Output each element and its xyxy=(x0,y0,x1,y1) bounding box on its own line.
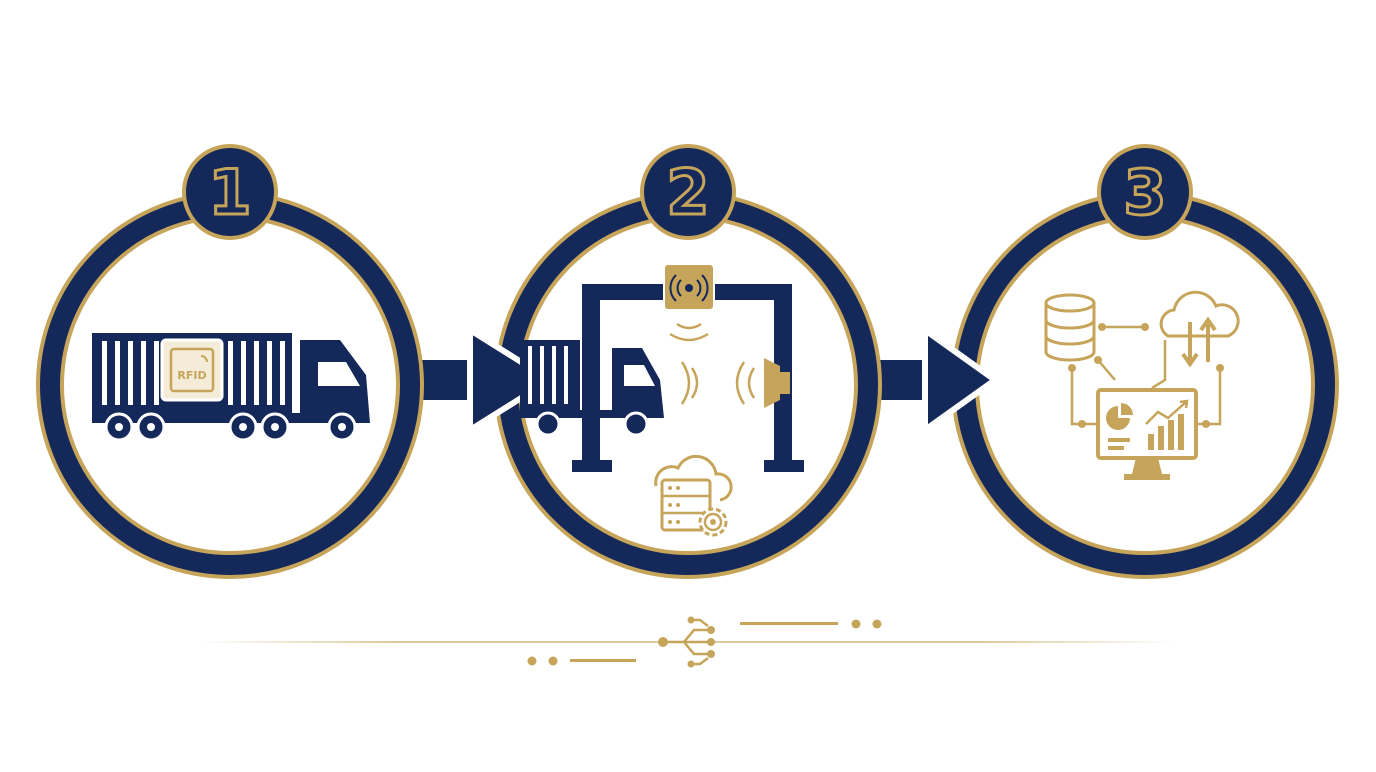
cloud-sync-icon xyxy=(1159,290,1240,368)
step-3-circle xyxy=(951,191,1339,579)
step-2-badge: 2 xyxy=(640,144,736,240)
circuit-network-icon xyxy=(666,618,709,666)
gear-icon xyxy=(698,507,728,537)
step-3-badge: 3 xyxy=(1097,144,1193,240)
rfid-gate-reader-icon xyxy=(520,263,804,537)
container-truck-with-rfid-tag-icon: RFID xyxy=(92,333,370,442)
footer-divider xyxy=(200,616,1176,668)
step-1-badge: 1 xyxy=(182,144,278,240)
monitor-dashboard-icon xyxy=(1096,388,1198,480)
step-number: 1 xyxy=(208,156,251,229)
database-icon xyxy=(1044,293,1096,362)
step-number: 2 xyxy=(666,156,709,229)
step-number: 3 xyxy=(1123,156,1166,229)
arrow-tip xyxy=(922,324,1001,436)
arrow-tip xyxy=(467,324,556,436)
rfid-tag-label: RFID xyxy=(177,369,206,382)
data-analytics-cloud-icon xyxy=(1044,290,1240,480)
